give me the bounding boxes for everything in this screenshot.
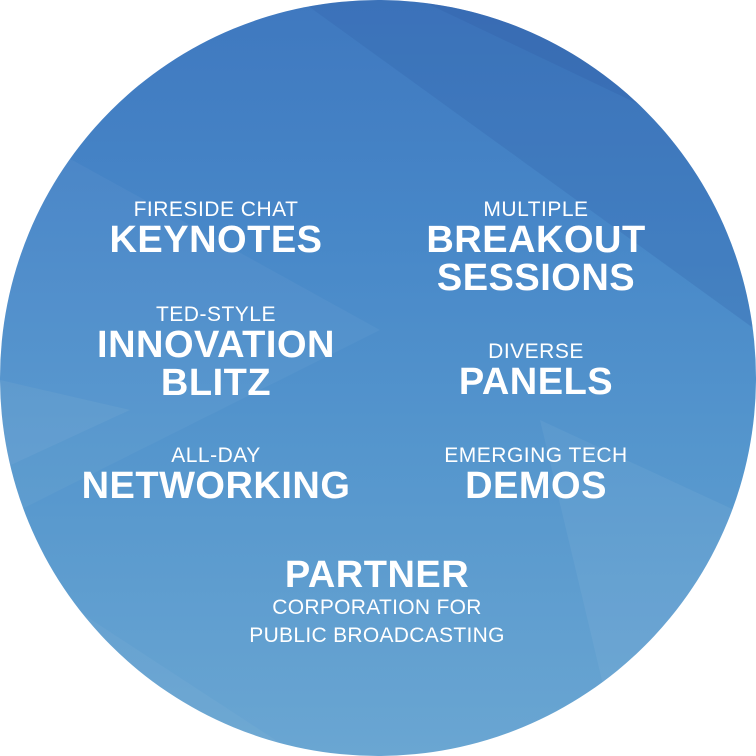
feature-panels: DIVERSE PANELS <box>458 340 614 403</box>
partner-block: PARTNER CORPORATION FOR PUBLIC BROADCAST… <box>249 556 504 650</box>
feature-panels-title: PANELS <box>458 361 614 403</box>
feature-networking: ALL-DAY NETWORKING <box>81 444 351 507</box>
feature-demos: EMERGING TECH DEMOS <box>444 444 628 507</box>
feature-demos-label: EMERGING TECH <box>444 444 628 467</box>
feature-networking-label: ALL-DAY <box>171 444 261 467</box>
feature-innovation-title-line2: BLITZ <box>160 362 272 404</box>
feature-breakout-label: MULTIPLE <box>483 198 589 221</box>
partner-name-line2: PUBLIC BROADCASTING <box>249 624 505 647</box>
partner-name-line1: CORPORATION FOR <box>272 596 482 619</box>
feature-panels-label: DIVERSE <box>488 340 584 363</box>
feature-breakout-title-line2: SESSIONS <box>436 257 636 299</box>
feature-innovation-blitz: TED-STYLE INNOVATION BLITZ <box>97 303 335 404</box>
feature-breakout-sessions: MULTIPLE BREAKOUT SESSIONS <box>426 198 646 299</box>
feature-keynotes-title: KEYNOTES <box>109 219 323 261</box>
feature-breakout-title-line1: BREAKOUT <box>426 219 646 261</box>
feature-innovation-title-line1: INNOVATION <box>97 324 335 366</box>
partner-heading: PARTNER <box>284 554 470 596</box>
feature-demos-title: DEMOS <box>465 465 607 507</box>
feature-keynotes: FIRESIDE CHAT KEYNOTES <box>109 198 323 261</box>
feature-networking-title: NETWORKING <box>81 465 351 507</box>
feature-innovation-label: TED-STYLE <box>155 303 277 326</box>
feature-keynotes-label: FIRESIDE CHAT <box>133 198 299 221</box>
